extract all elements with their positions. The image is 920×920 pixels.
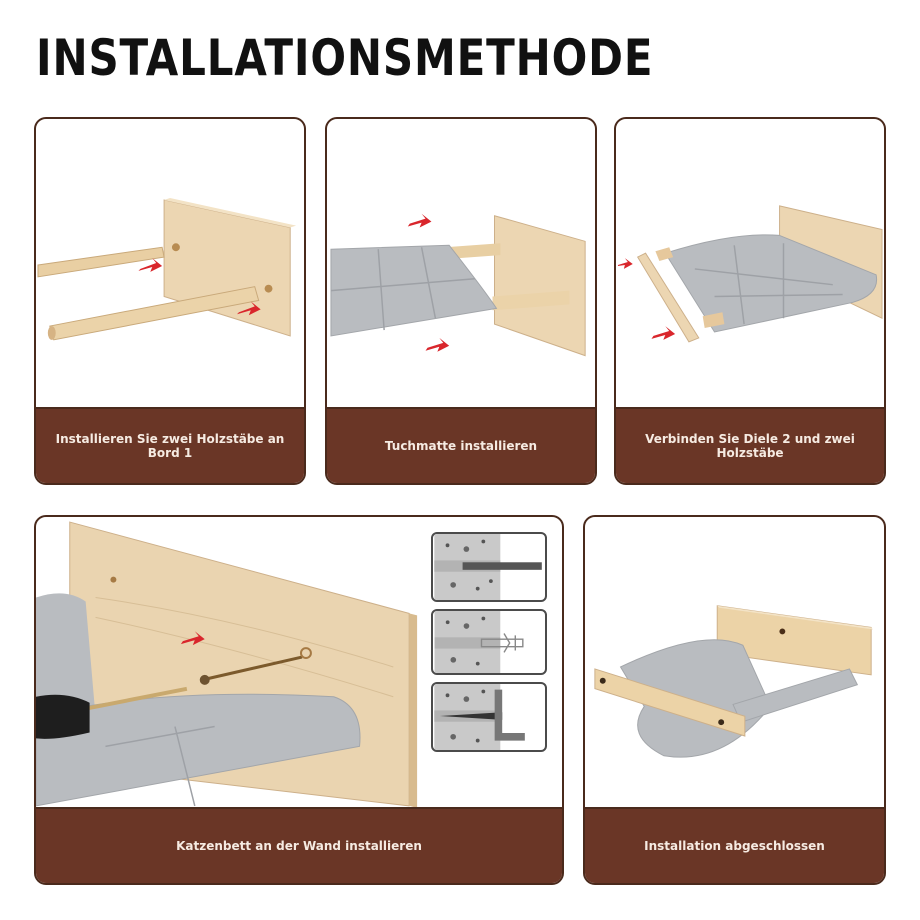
step-2-panel: Tuchmatte installieren (325, 117, 597, 485)
drill-screw-into-board-icon (36, 517, 562, 809)
second-board-attach-icon (616, 119, 884, 409)
step-1-panel: Installieren Sie zwei Holzstäbe an Bord … (34, 117, 306, 485)
step-5-caption: Installation abgeschlossen (585, 807, 884, 883)
step-4-caption: Katzenbett an der Wand installieren (36, 807, 562, 883)
step-5-panel: Installation abgeschlossen (583, 515, 886, 885)
step-4-panel: Katzenbett an der Wand installieren (34, 515, 564, 885)
step-3-caption: Verbinden Sie Diele 2 und zwei Holzstäbe (616, 407, 884, 483)
step-3-panel: Verbinden Sie Diele 2 und zwei Holzstäbe (614, 117, 886, 485)
inset-insert-wall-plug-icon (431, 609, 547, 675)
page-title: INSTALLATIONSMETHODE (36, 29, 654, 87)
wood-board-with-two-dowels-icon (36, 119, 304, 409)
step-1-caption: Installieren Sie zwei Holzstäbe an Bord … (36, 407, 304, 483)
fabric-mat-on-dowels-icon (327, 119, 595, 409)
finished-cat-hammock-icon (585, 517, 884, 809)
inset-screw-bracket-icon (431, 682, 547, 752)
inset-drill-into-concrete-icon (431, 532, 547, 602)
step-2-caption: Tuchmatte installieren (327, 407, 595, 483)
